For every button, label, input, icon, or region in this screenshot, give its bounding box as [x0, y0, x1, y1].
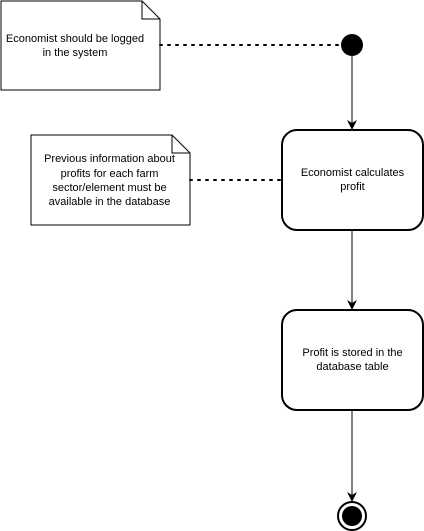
note-text-previous-info: Previous information about profits for e…	[44, 153, 175, 209]
activity-text-store-profit: Profit is stored in the database table	[302, 346, 403, 373]
note-fold-previous-info	[171, 135, 190, 154]
activity-text-calculate-profit: Economist calculates profit	[300, 166, 405, 193]
initial-node	[341, 34, 363, 56]
note-shape-logged-in	[0, 0, 161, 91]
final-node-core	[342, 506, 362, 526]
note-fold-logged-in	[141, 1, 160, 20]
note-text-logged-in: Economist should be logged in the system	[5, 32, 145, 59]
note-shape-previous-info	[30, 134, 191, 226]
